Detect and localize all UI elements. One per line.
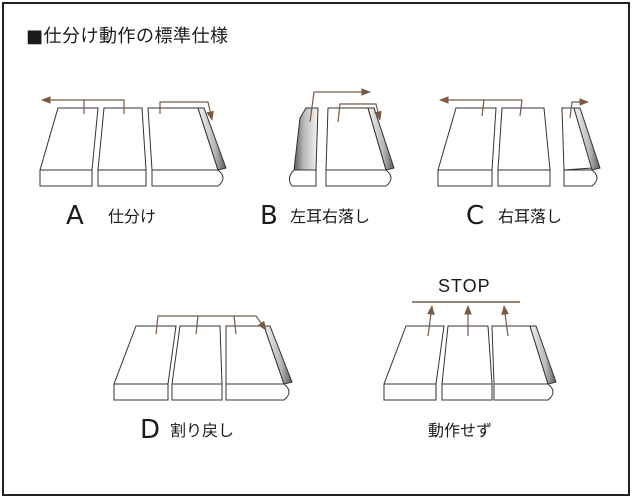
caption-label-a: 仕分け xyxy=(108,207,156,226)
caption-letter-d: D xyxy=(140,415,160,445)
arrow-right-a xyxy=(159,101,214,121)
board-c2 xyxy=(497,107,551,187)
board-s2 xyxy=(441,325,493,401)
board-b1 xyxy=(288,107,319,187)
spec-frame: ■仕分け動作の標準仕様 xyxy=(2,2,630,496)
arrow-bracket-d xyxy=(155,315,267,335)
caption-letter-b: B xyxy=(260,201,278,231)
board-a3 xyxy=(147,107,227,187)
caption-label-b: 左耳右落し xyxy=(290,207,370,226)
board-c1 xyxy=(437,107,497,187)
panel-b: B 左耳右落し xyxy=(260,88,395,231)
arrow-up-s1 xyxy=(427,305,435,337)
arrow-long-b xyxy=(309,88,371,123)
panel-c: C 右耳落し xyxy=(437,96,601,231)
arrow-right-b xyxy=(337,103,382,123)
caption-letter-a: A xyxy=(66,201,84,231)
panel-a: A 仕分け xyxy=(39,96,227,231)
arrow-stem-c xyxy=(481,99,485,117)
caption-label-d: 割り戻し xyxy=(170,421,234,440)
arrow-stem-d2 xyxy=(233,315,237,335)
board-d1 xyxy=(113,325,177,401)
arrow-right-c xyxy=(569,98,589,119)
stop-label: STOP xyxy=(438,276,491,296)
board-s3 xyxy=(491,325,557,401)
panel-stop: STOP 動作せず xyxy=(383,276,557,440)
board-d2 xyxy=(171,325,223,401)
arrow-left-c xyxy=(439,96,523,117)
caption-label-c: 右耳落し xyxy=(498,207,562,226)
caption-label-stop: 動作せず xyxy=(428,421,492,440)
board-a1 xyxy=(39,107,99,187)
board-s1 xyxy=(383,325,445,401)
board-c3 xyxy=(561,107,601,187)
panel-d: D 割り戻し xyxy=(113,315,293,445)
arrow-up-s3 xyxy=(501,305,509,337)
page-title: ■仕分け動作の標準仕様 xyxy=(26,26,229,47)
board-a2 xyxy=(97,107,147,187)
caption-letter-c: C xyxy=(466,201,484,231)
arrow-left-a xyxy=(41,96,125,114)
board-b2 xyxy=(325,107,395,187)
board-d3 xyxy=(225,325,293,401)
arrow-stem-d1 xyxy=(195,315,199,335)
